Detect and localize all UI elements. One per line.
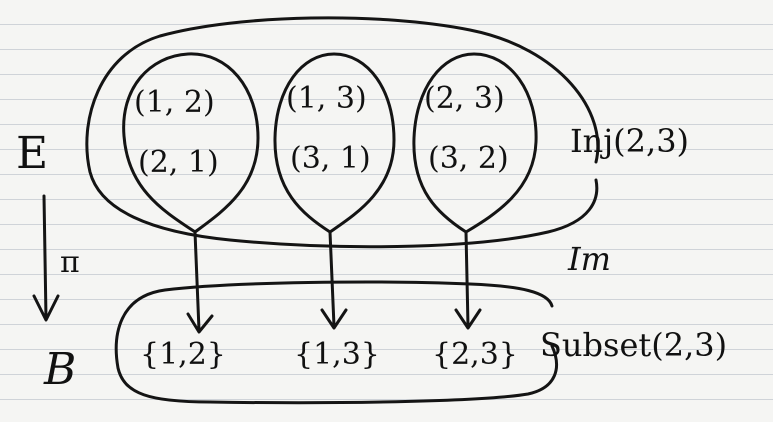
fiber-2-bottom: (3, 1) bbox=[290, 141, 371, 176]
arrow-3 bbox=[454, 230, 482, 330]
inj-outer-loop bbox=[85, 16, 600, 249]
fiber-3-bottom: (3, 2) bbox=[428, 141, 509, 176]
label-inj: Inj(2,3) bbox=[570, 122, 689, 160]
fiber-1-bottom: (2, 1) bbox=[138, 145, 219, 180]
label-B: B bbox=[43, 344, 76, 395]
projection-arrow bbox=[32, 194, 60, 322]
subset-2: {1,3} bbox=[294, 337, 380, 372]
fiber-1-top: (1, 2) bbox=[134, 85, 215, 120]
arrow-2 bbox=[320, 230, 348, 330]
fiber-balloon-1 bbox=[122, 52, 260, 234]
fiber-3-top: (2, 3) bbox=[424, 81, 505, 116]
fiber-2-top: (1, 3) bbox=[286, 81, 367, 116]
arrow-1 bbox=[186, 230, 214, 334]
fiber-balloon-3 bbox=[412, 52, 538, 234]
fiber-balloon-2 bbox=[273, 52, 396, 234]
label-subset: Subset(2,3) bbox=[540, 326, 727, 364]
label-pi: π bbox=[60, 245, 80, 280]
label-im: Im bbox=[567, 240, 611, 278]
subset-outer-loop bbox=[114, 280, 558, 405]
label-E: E bbox=[16, 128, 48, 179]
subset-1: {1,2} bbox=[140, 337, 226, 372]
subset-3: {2,3} bbox=[432, 337, 518, 372]
fiber-arrows bbox=[186, 230, 482, 334]
